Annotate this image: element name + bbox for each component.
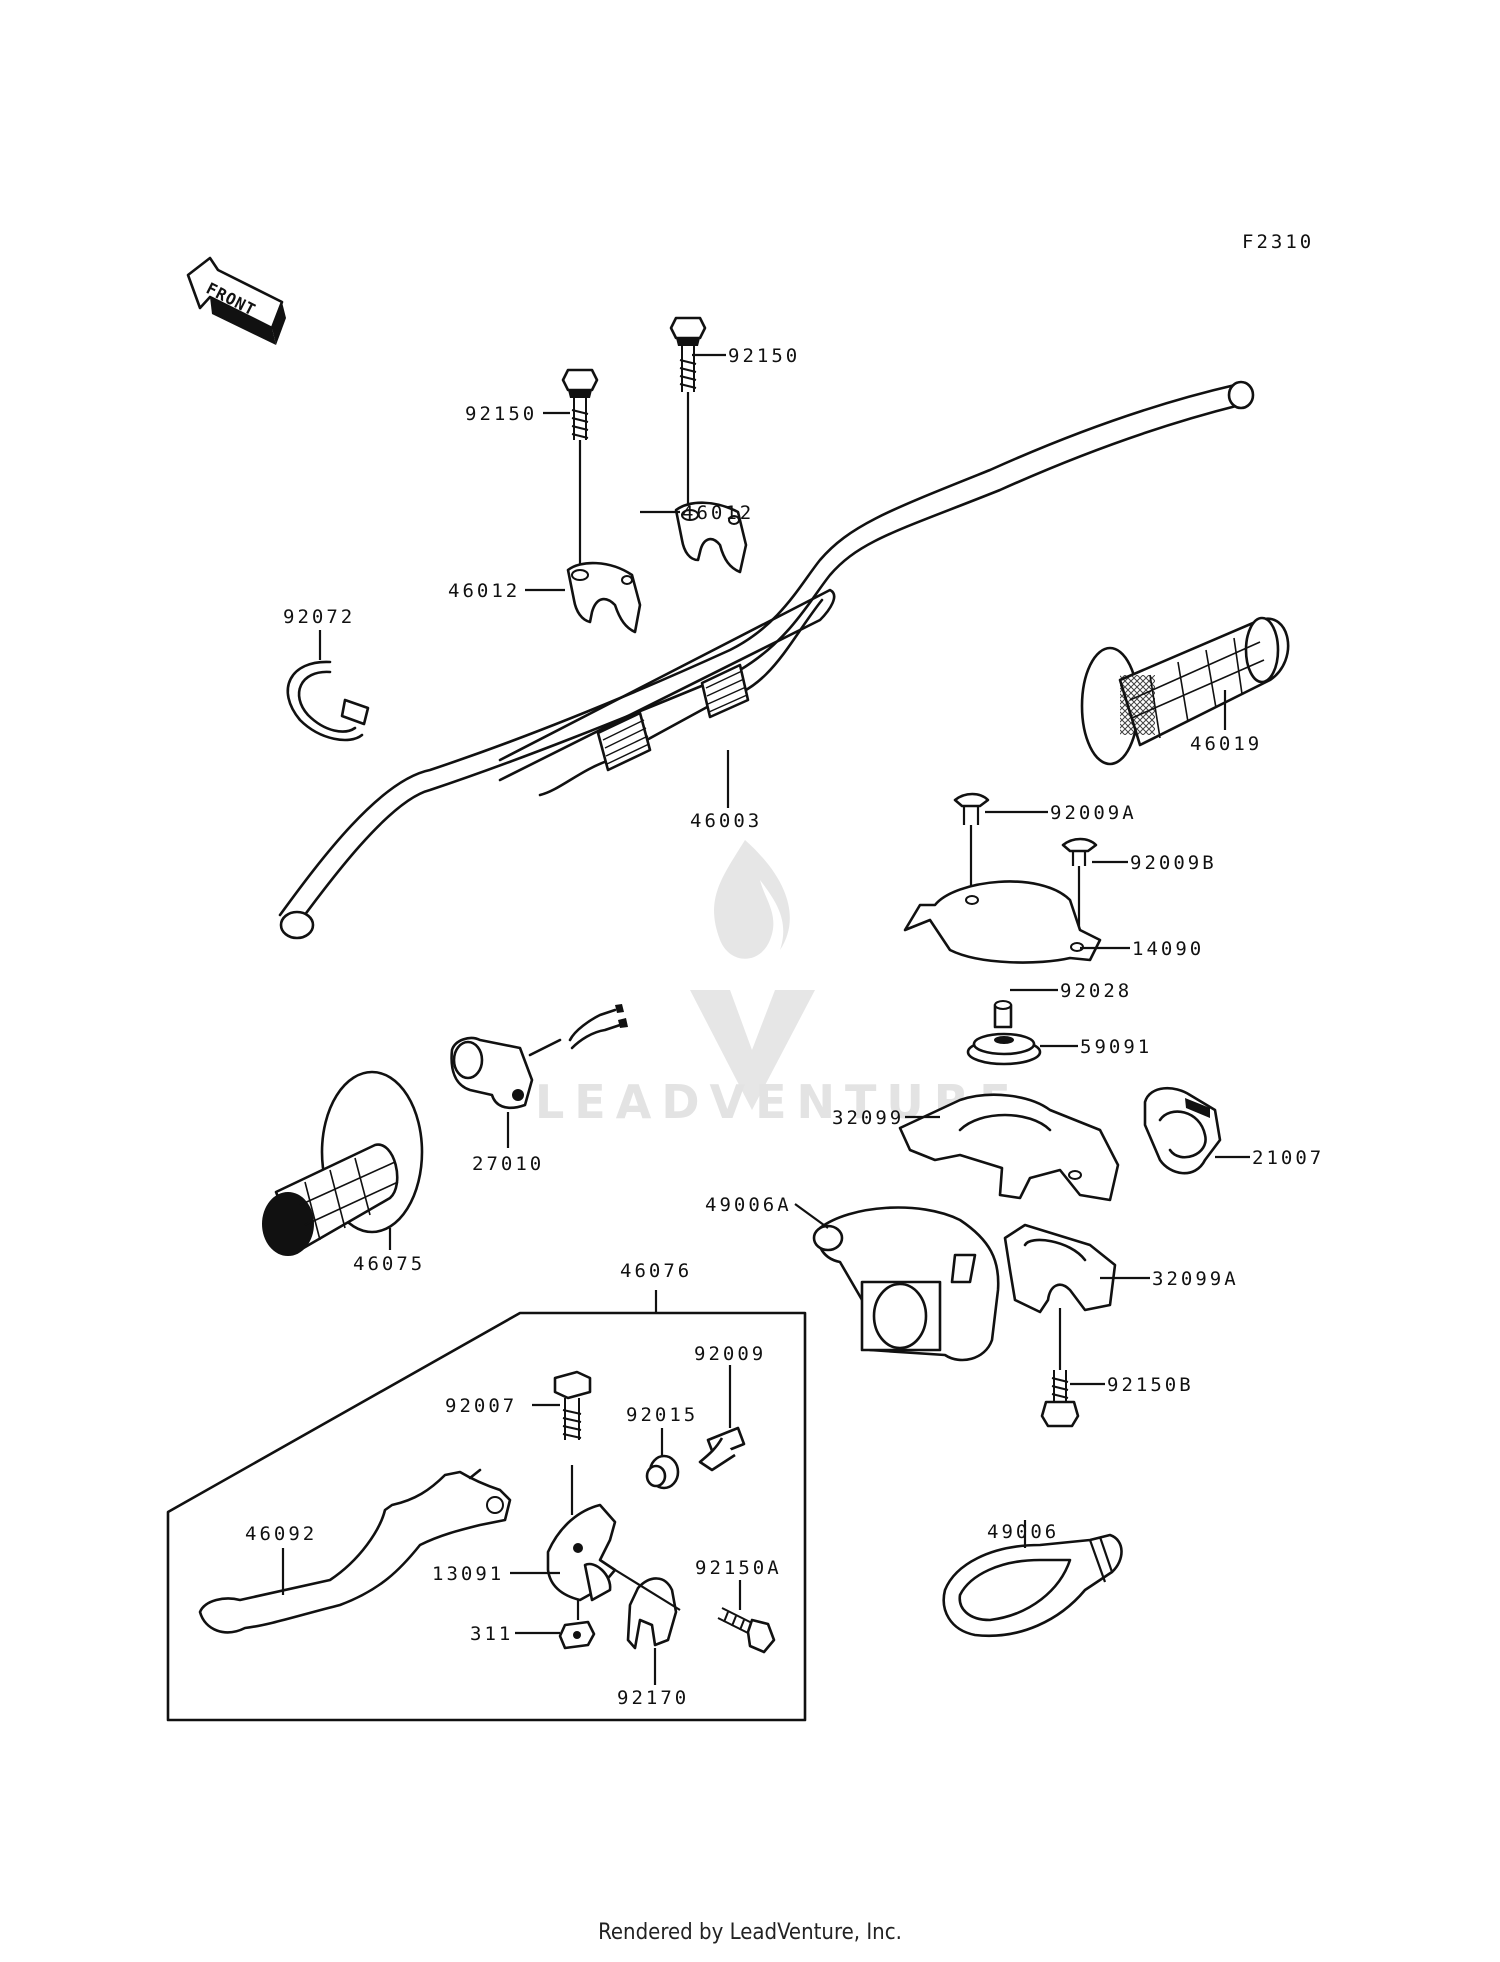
clamp-92170 <box>611 1567 681 1650</box>
watermark: LEADVENTURE <box>535 840 1011 1129</box>
label-92150-right: 92150 <box>728 345 800 367</box>
label-92150A: 92150A <box>695 1557 782 1579</box>
label-21007: 21007 <box>1252 1147 1324 1169</box>
front-arrow-icon: FRONT <box>186 256 286 345</box>
adjuster-bolt-92009 <box>698 1408 746 1472</box>
bolt-92150B <box>1040 1308 1080 1428</box>
throttle-housing-32099 <box>898 1093 1120 1202</box>
label-92028: 92028 <box>1060 980 1132 1002</box>
collar-92028 <box>993 1000 1013 1029</box>
lever-assembly-box <box>166 1290 807 1722</box>
clutch-lever-46092 <box>198 1468 512 1634</box>
label-59091: 59091 <box>1080 1036 1152 1058</box>
grommet-59091 <box>966 1032 1042 1066</box>
label-92072: 92072 <box>283 606 355 628</box>
bolt-92007 <box>553 1370 592 1515</box>
left-grip-46075 <box>262 1070 424 1256</box>
label-27010: 27010 <box>472 1153 544 1175</box>
throttle-pulley-21007 <box>1143 1087 1222 1175</box>
label-32099A: 32099A <box>1152 1268 1239 1290</box>
label-49006A: 49006A <box>705 1194 792 1216</box>
bolt-92150A <box>717 1607 776 1654</box>
handlebar-clamp-left <box>561 368 642 634</box>
kill-switch-27010 <box>450 1004 628 1110</box>
figure-code: F2310 <box>1242 231 1314 253</box>
label-46075: 46075 <box>353 1253 425 1275</box>
band-clamp-92072 <box>286 660 370 742</box>
label-49006: 49006 <box>987 1521 1059 1543</box>
lever-holder-13091 <box>546 1503 617 1602</box>
label-32099: 32099 <box>832 1107 904 1129</box>
label-311: 311 <box>470 1623 513 1645</box>
label-92015: 92015 <box>626 1404 698 1426</box>
label-46019: 46019 <box>1190 733 1262 755</box>
label-46076: 46076 <box>620 1260 692 1282</box>
label-92150-left: 92150 <box>465 403 537 425</box>
throttle-grip-46019 <box>1080 616 1290 766</box>
housing-cover-49006A <box>812 1206 1000 1362</box>
label-46092: 46092 <box>245 1523 317 1545</box>
footer-credit: Rendered by LeadVenture, Inc. <box>598 1920 902 1945</box>
label-46012-lower: 46012 <box>448 580 520 602</box>
adjuster-nut-92015 <box>645 1454 680 1490</box>
handlebar <box>278 380 1255 940</box>
label-13091: 13091 <box>432 1563 504 1585</box>
label-92150B: 92150B <box>1107 1374 1194 1396</box>
label-92009B: 92009B <box>1130 852 1217 874</box>
nut-311 <box>558 1600 596 1650</box>
handlebar-clamp-right <box>669 316 748 574</box>
part-labels: 92150 92150 46012 46012 92072 46003 4601… <box>245 345 1324 1709</box>
throttle-cover-assembly <box>903 792 1102 964</box>
leader-lines <box>281 353 1250 1685</box>
label-14090: 14090 <box>1132 938 1204 960</box>
knurled-grip-area <box>596 663 750 772</box>
label-46012-upper: 46012 <box>682 502 754 524</box>
label-92170: 92170 <box>617 1687 689 1709</box>
housing-lower-32099A <box>1003 1223 1117 1314</box>
label-92007: 92007 <box>445 1395 517 1417</box>
label-92009: 92009 <box>694 1343 766 1365</box>
boot-49006 <box>942 1533 1123 1638</box>
label-46003: 46003 <box>690 810 762 832</box>
label-92009A: 92009A <box>1050 802 1137 824</box>
